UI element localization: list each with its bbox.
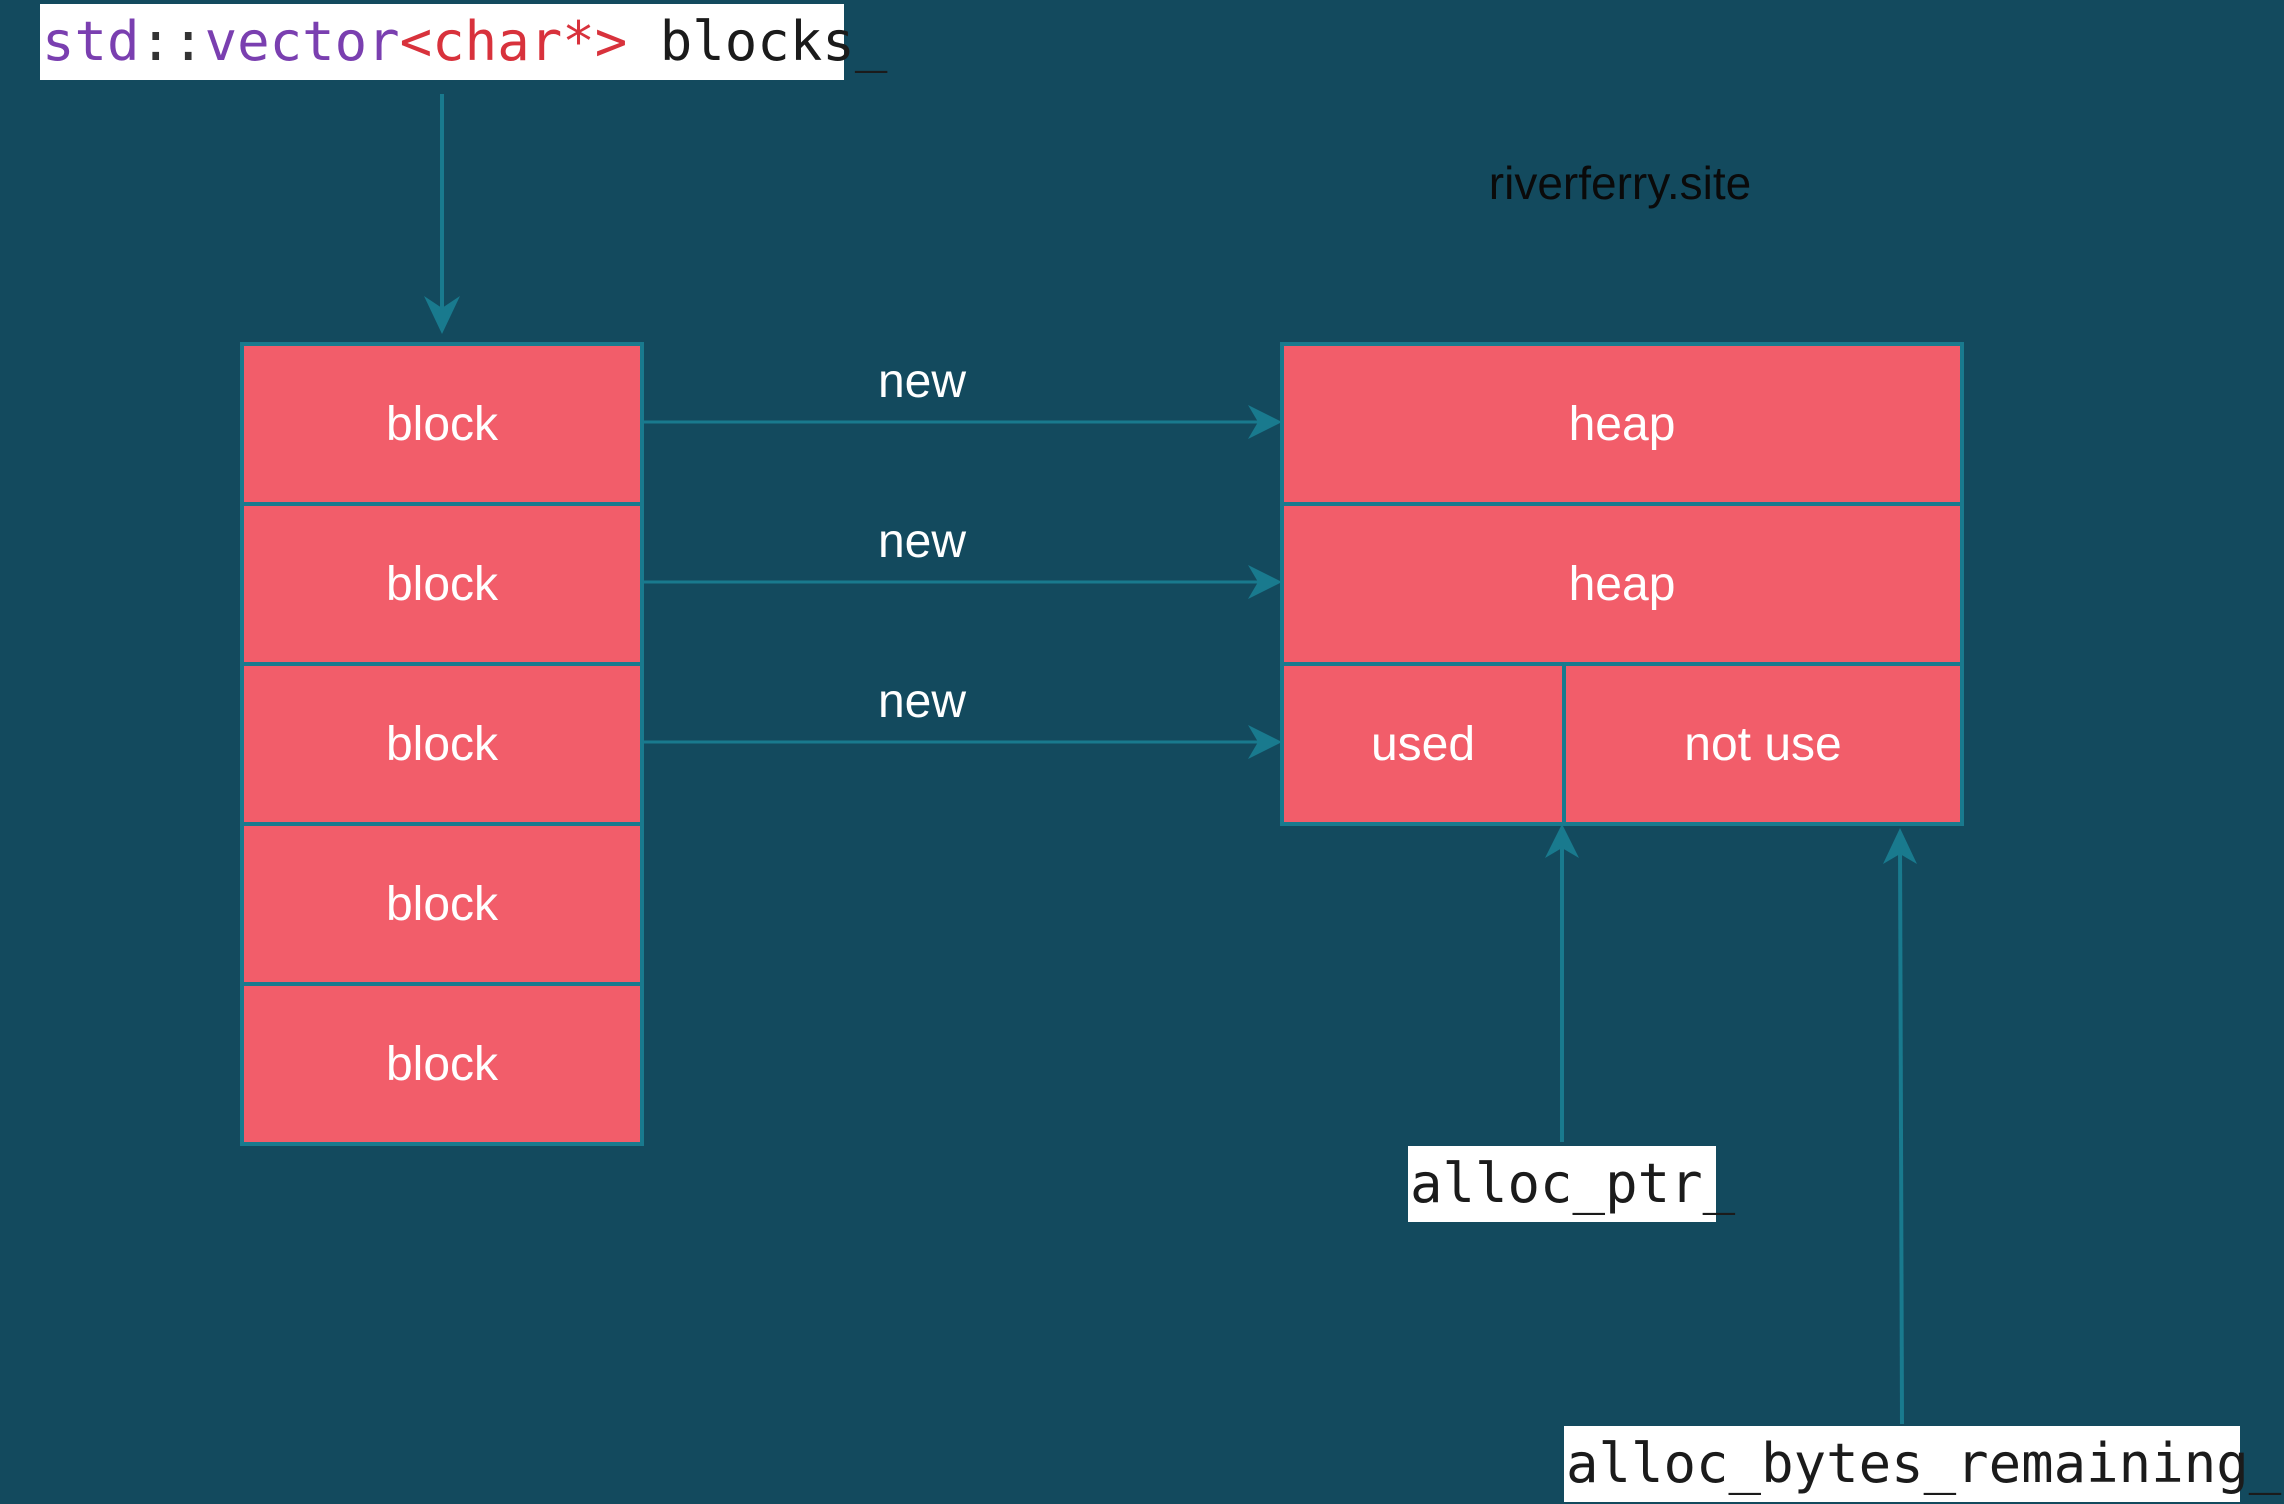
heap-cell: heap [1280, 502, 1964, 666]
arrow-alloc-ptr [1545, 824, 1579, 1142]
watermark-text: riverferry.site [1488, 157, 1752, 209]
new-label: new [877, 355, 967, 408]
block-cell: block [240, 822, 644, 986]
vector-declaration-label: std::vector<char*> blocks_ [40, 4, 887, 80]
template-token: <char*> [399, 10, 628, 73]
arrow-alloc-bytes-remaining [1883, 828, 1917, 1425]
heap-cell: heap [1280, 342, 1964, 506]
arrow-new-1 [644, 405, 1282, 439]
namespace-token: std [42, 10, 140, 73]
block-cell: block [240, 342, 644, 506]
block-cell: block [240, 662, 644, 826]
type-token: vector [204, 10, 400, 73]
arrow-new-3 [644, 725, 1282, 759]
arrow-vector-to-blocks [424, 94, 460, 334]
block-cell: block [240, 982, 644, 1146]
scope-token: :: [139, 10, 205, 73]
arrow-new-2 [644, 565, 1282, 599]
alloc-bytes-remaining-label: alloc_bytes_remaining_ [1564, 1426, 2281, 1502]
heap-used-cell: used [1280, 662, 1566, 826]
new-label: new [877, 515, 967, 568]
new-label: new [877, 675, 967, 728]
heap-not-used-cell: not use [1562, 662, 1964, 826]
block-cell: block [240, 502, 644, 666]
alloc-ptr-label: alloc_ptr_ [1408, 1146, 1735, 1222]
variable-token: blocks_ [659, 10, 888, 73]
